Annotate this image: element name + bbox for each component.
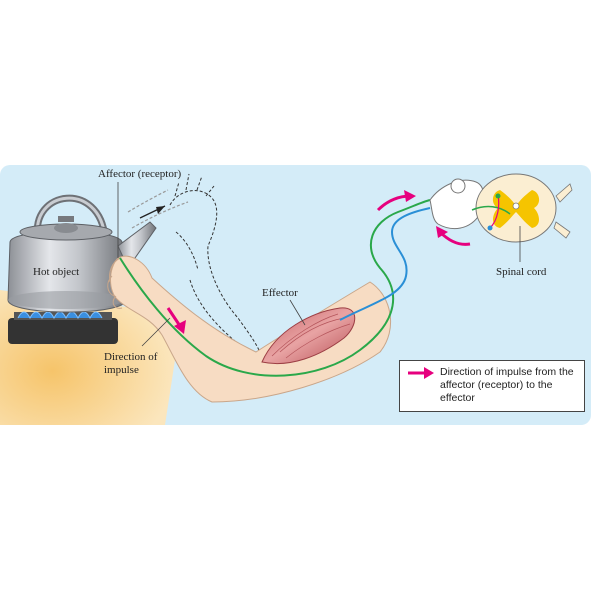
motion-lines <box>127 189 189 229</box>
effector-leader-line <box>289 299 306 326</box>
withdrawn-hand-outline <box>174 173 237 343</box>
arm <box>107 255 392 403</box>
hot-object-label: Hot object <box>33 266 80 278</box>
direction-label-line2: impulse <box>104 364 139 376</box>
motor-nerve <box>339 207 431 321</box>
direction-label-line1: Direction of <box>104 351 158 363</box>
legend-arrow-icon <box>408 367 434 379</box>
impulse-arrow-sensory <box>376 190 416 212</box>
muscle-striations <box>271 313 351 359</box>
stove-burner <box>8 311 118 344</box>
spinal-cord-label: Spinal cord <box>496 266 547 278</box>
sensory-nerve <box>119 199 431 377</box>
effector-muscle <box>261 307 356 365</box>
legend-text: Direction of impulse from the affector (… <box>440 366 574 404</box>
direction-of-impulse-label: Direction of impulse <box>104 351 157 377</box>
impulse-arrow-arm <box>166 307 186 334</box>
direction-leader-line <box>141 317 171 347</box>
legend-box: Direction of impulse from the affector (… <box>399 360 585 412</box>
withdrawn-arm-outline <box>169 190 263 359</box>
impulse-arrow-motor <box>436 226 471 246</box>
withdraw-arrowhead <box>156 206 165 214</box>
effector-label: Effector <box>262 287 298 299</box>
affector-label: Affector (receptor) <box>98 168 182 180</box>
spinal-cord <box>429 173 573 262</box>
